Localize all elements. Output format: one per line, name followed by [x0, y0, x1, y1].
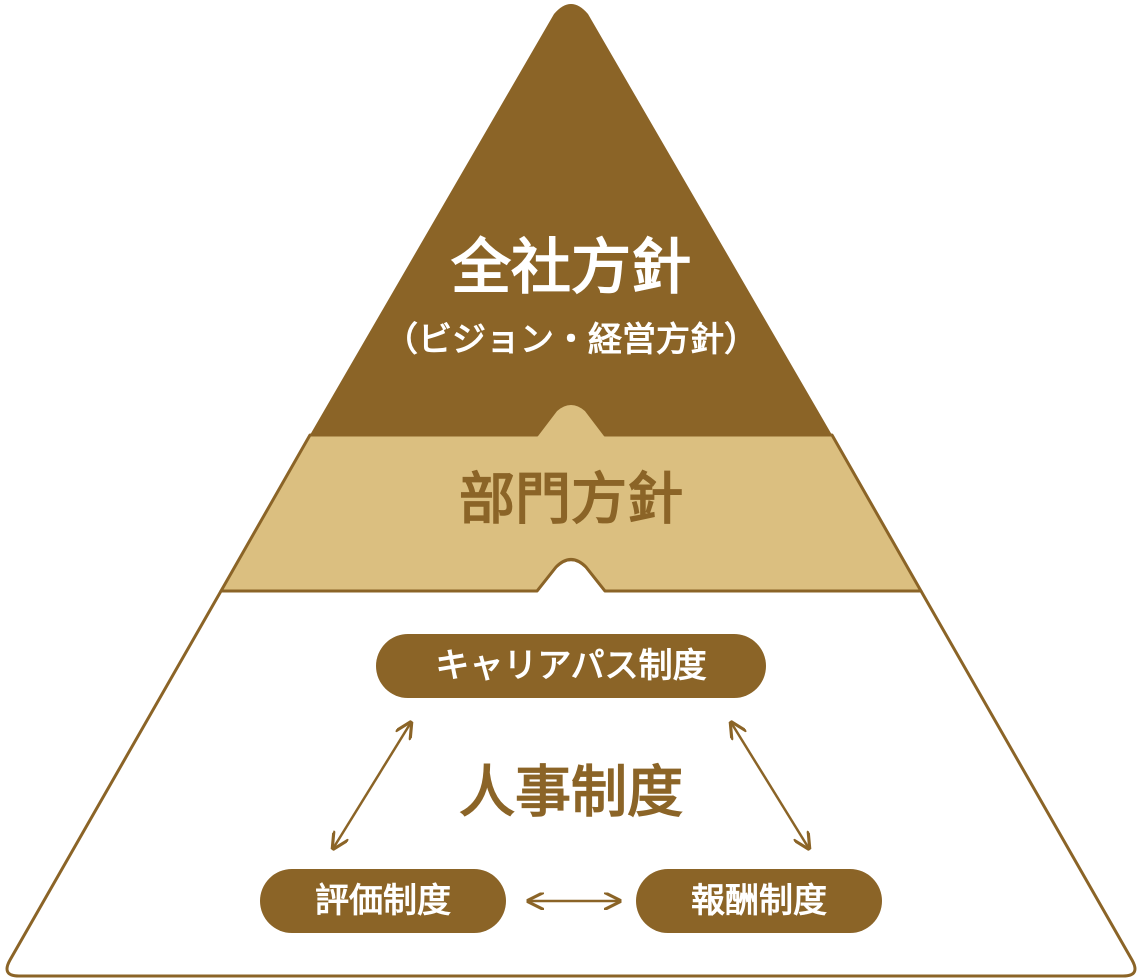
compensation-pill: 報酬制度 — [636, 869, 882, 933]
evaluation-pill: 評価制度 — [260, 869, 506, 933]
top-tier-subtitle: （ビジョン・経営方針） — [384, 320, 758, 360]
middle-tier-title: 部門方針 — [459, 468, 683, 533]
top-tier-title: 全社方針 — [450, 233, 691, 303]
arrow-career-compensation — [732, 724, 808, 847]
top-tier-shape — [310, 4, 832, 435]
bottom-tier-title: 人事制度 — [459, 761, 683, 826]
career-path-pill: キャリアパス制度 — [376, 634, 766, 698]
evaluation-label: 評価制度 — [315, 881, 451, 921]
compensation-label: 報酬制度 — [691, 881, 827, 921]
career-path-label: キャリアパス制度 — [435, 646, 706, 686]
arrow-career-evaluation — [334, 724, 410, 847]
